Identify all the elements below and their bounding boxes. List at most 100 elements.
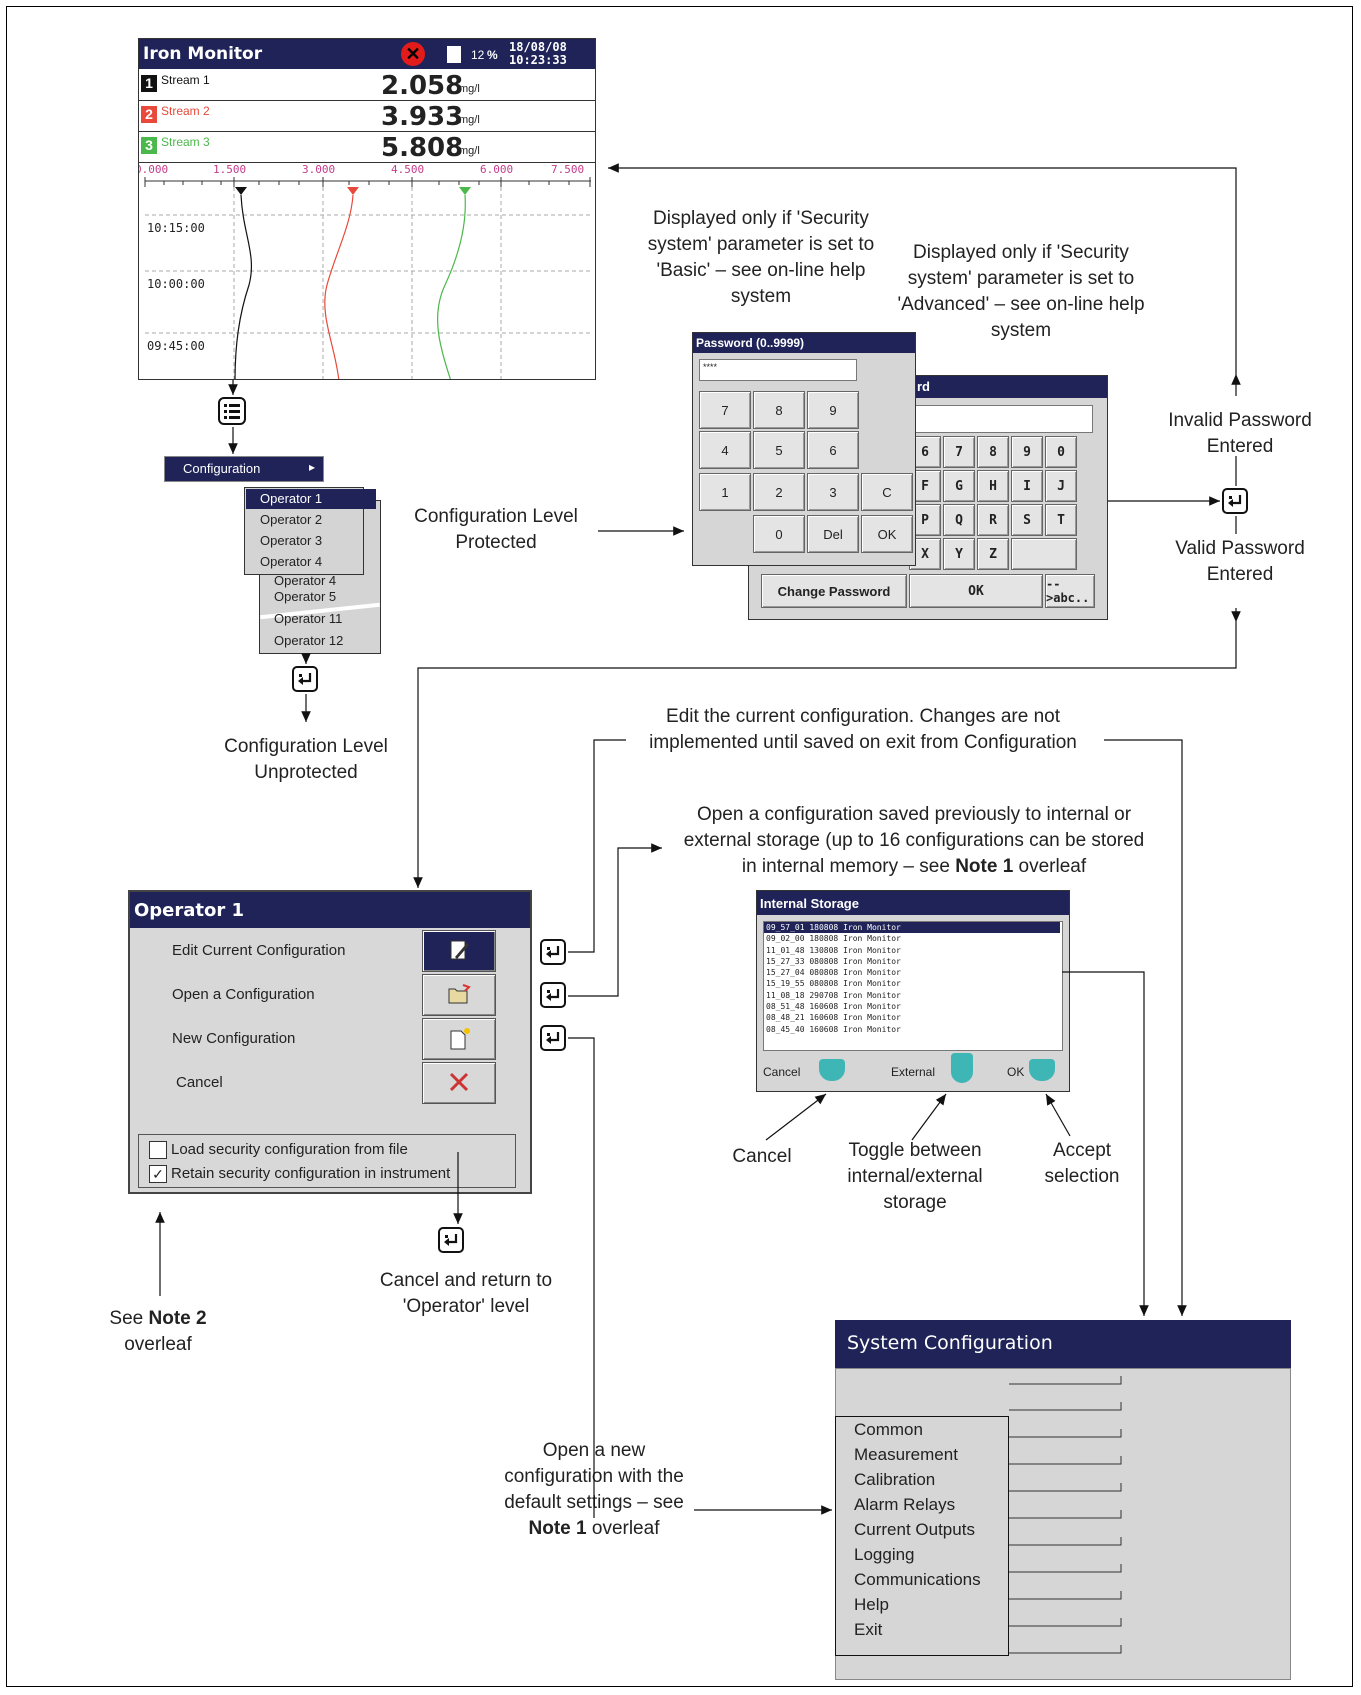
- key-y[interactable]: Y: [943, 538, 975, 570]
- storage-file-item[interactable]: 08_48_21 160608 Iron Monitor: [766, 1013, 901, 1023]
- operator-list-item[interactable]: Operator 4: [260, 554, 323, 569]
- note-valid-password: Valid Password Entered: [1175, 538, 1305, 585]
- operator-list-item-selected[interactable]: Operator 1: [246, 489, 376, 509]
- enter-key-icon[interactable]: [540, 939, 566, 965]
- storage-file-item[interactable]: 09_02_00 180808 Iron Monitor: [766, 934, 901, 944]
- configuration-menu-item[interactable]: Configuration ▸: [164, 456, 324, 482]
- key-8[interactable]: 8: [753, 391, 805, 429]
- menu-item-logging[interactable]: Logging: [854, 1545, 915, 1564]
- open-configuration-button[interactable]: [422, 974, 496, 1016]
- key-blank[interactable]: [1011, 538, 1077, 570]
- menu-item-alarm-relays[interactable]: Alarm Relays: [854, 1495, 956, 1514]
- key-1[interactable]: 1: [699, 473, 751, 511]
- enter-key-icon[interactable]: [438, 1227, 464, 1253]
- key-0[interactable]: 0: [753, 515, 805, 553]
- key-r[interactable]: R: [977, 504, 1009, 536]
- key-6[interactable]: 6: [807, 431, 859, 469]
- menu-item-help[interactable]: Help: [854, 1595, 889, 1614]
- menu-item-communications[interactable]: Communications: [854, 1570, 981, 1589]
- operator-list-item[interactable]: Operator 5: [274, 589, 337, 604]
- note-invalid-password: Invalid Password Entered: [1168, 410, 1312, 457]
- menu-item-measurement[interactable]: Measurement: [854, 1445, 958, 1464]
- note-advanced: Displayed only if 'Security system' para…: [897, 242, 1145, 341]
- note-configuration-unprotected: Configuration Level Unprotected: [224, 736, 388, 783]
- key-j[interactable]: J: [1045, 470, 1077, 502]
- cancel-button[interactable]: [422, 1062, 496, 1104]
- password-basic-titlebar: Password (0..9999): [693, 333, 915, 353]
- storage-file-item[interactable]: 11_01_48 130808 Iron Monitor: [766, 945, 901, 955]
- key-s[interactable]: S: [1011, 504, 1043, 536]
- password-basic-title: Password (0..9999): [696, 336, 805, 350]
- ok-button[interactable]: OK: [909, 574, 1043, 608]
- operator-list-item[interactable]: Operator 11: [274, 611, 343, 626]
- key-0[interactable]: 0: [1045, 436, 1077, 468]
- operator-list-item[interactable]: Operator 4: [274, 573, 337, 588]
- storage-file-item[interactable]: 08_45_40 160608 Iron Monitor: [766, 1024, 901, 1034]
- storage-toggle-icon[interactable]: [951, 1053, 973, 1083]
- key-2[interactable]: 2: [753, 473, 805, 511]
- key-clear[interactable]: C: [861, 473, 913, 511]
- enter-key-icon[interactable]: [292, 666, 318, 692]
- storage-file-item[interactable]: 11_08_18 290708 Iron Monitor: [766, 990, 901, 1000]
- note-see-bold: Note 2: [148, 1308, 207, 1329]
- key-delete[interactable]: Del: [807, 515, 859, 553]
- operator-list-item[interactable]: Operator 12: [274, 633, 344, 648]
- storage-file-item-selected[interactable]: 09_57_01 180808 Iron Monitor: [764, 922, 1060, 934]
- menu-key-icon[interactable]: [218, 397, 246, 425]
- storage-ok-icon[interactable]: [1029, 1059, 1055, 1081]
- load-security-checkbox[interactable]: [149, 1141, 167, 1159]
- key-h[interactable]: H: [977, 470, 1009, 502]
- key-z[interactable]: Z: [977, 538, 1009, 570]
- storage-file-item[interactable]: 15_27_04 080808 Iron Monitor: [766, 968, 901, 978]
- abc-toggle-button[interactable]: -->abc..: [1045, 574, 1095, 608]
- trend-chart: [144, 177, 591, 379]
- key-7[interactable]: 7: [699, 391, 751, 429]
- enter-key-icon[interactable]: [540, 1025, 566, 1051]
- note-cancel: Cancel: [732, 1146, 792, 1167]
- enter-key-icon[interactable]: [540, 982, 566, 1008]
- key-t[interactable]: T: [1045, 504, 1077, 536]
- key-9[interactable]: 9: [807, 391, 859, 429]
- menu-item-calibration[interactable]: Calibration: [854, 1470, 936, 1489]
- scale-label: 0.000: [138, 163, 169, 176]
- key-ok[interactable]: OK: [861, 515, 913, 553]
- key-5[interactable]: 5: [753, 431, 805, 469]
- storage-file-item[interactable]: 15_27_33 080808 Iron Monitor: [766, 956, 901, 966]
- operator-dialog: Operator 1 Edit Current Configuration Op…: [128, 890, 532, 1194]
- menu-item-exit[interactable]: Exit: [854, 1620, 883, 1639]
- storage-ok-label: OK: [1007, 1065, 1025, 1079]
- storage-file-item[interactable]: 08_51_48 160608 Iron Monitor: [766, 1002, 901, 1012]
- storage-external-label: External: [891, 1065, 936, 1079]
- storage-file-list[interactable]: [763, 921, 1063, 1051]
- operator-list-item[interactable]: Operator 2: [260, 512, 323, 527]
- menu-item-common[interactable]: Common: [854, 1420, 923, 1439]
- key-9[interactable]: 9: [1011, 436, 1043, 468]
- retain-security-checkbox[interactable]: ✓: [149, 1165, 167, 1183]
- key-7[interactable]: 7: [943, 436, 975, 468]
- new-configuration-button[interactable]: [422, 1018, 496, 1060]
- change-password-button[interactable]: Change Password: [761, 574, 907, 608]
- key-i[interactable]: I: [1011, 470, 1043, 502]
- menu-item-current-outputs[interactable]: Current Outputs: [854, 1520, 975, 1539]
- key-q[interactable]: Q: [943, 504, 975, 536]
- password-advanced-title: rd: [917, 379, 930, 394]
- date: 18/08/08: [509, 40, 567, 54]
- storage-cancel-icon[interactable]: [819, 1059, 845, 1081]
- open-folder-icon: [448, 984, 471, 1004]
- key-8[interactable]: 8: [977, 436, 1009, 468]
- edit-configuration-button[interactable]: [422, 930, 496, 972]
- scale-label: 7.500: [551, 163, 585, 176]
- load-security-label: Load security configuration from file: [171, 1141, 408, 1158]
- password-basic-input[interactable]: ****: [699, 359, 857, 381]
- note-toggle-storage: Toggle between internal/external storage: [847, 1140, 983, 1213]
- operator-list-item[interactable]: Operator 3: [260, 533, 323, 548]
- menu-field-lines: [1009, 1376, 1122, 1654]
- note-new-bold: Note 1: [528, 1518, 587, 1539]
- time-label: 10:00:00: [147, 277, 205, 291]
- key-g[interactable]: G: [943, 470, 975, 502]
- password-advanced-input[interactable]: [909, 405, 1093, 433]
- storage-file-item[interactable]: 15_19_55 080808 Iron Monitor: [766, 979, 901, 989]
- enter-key-icon[interactable]: [1222, 488, 1248, 514]
- key-4[interactable]: 4: [699, 431, 751, 469]
- key-3[interactable]: 3: [807, 473, 859, 511]
